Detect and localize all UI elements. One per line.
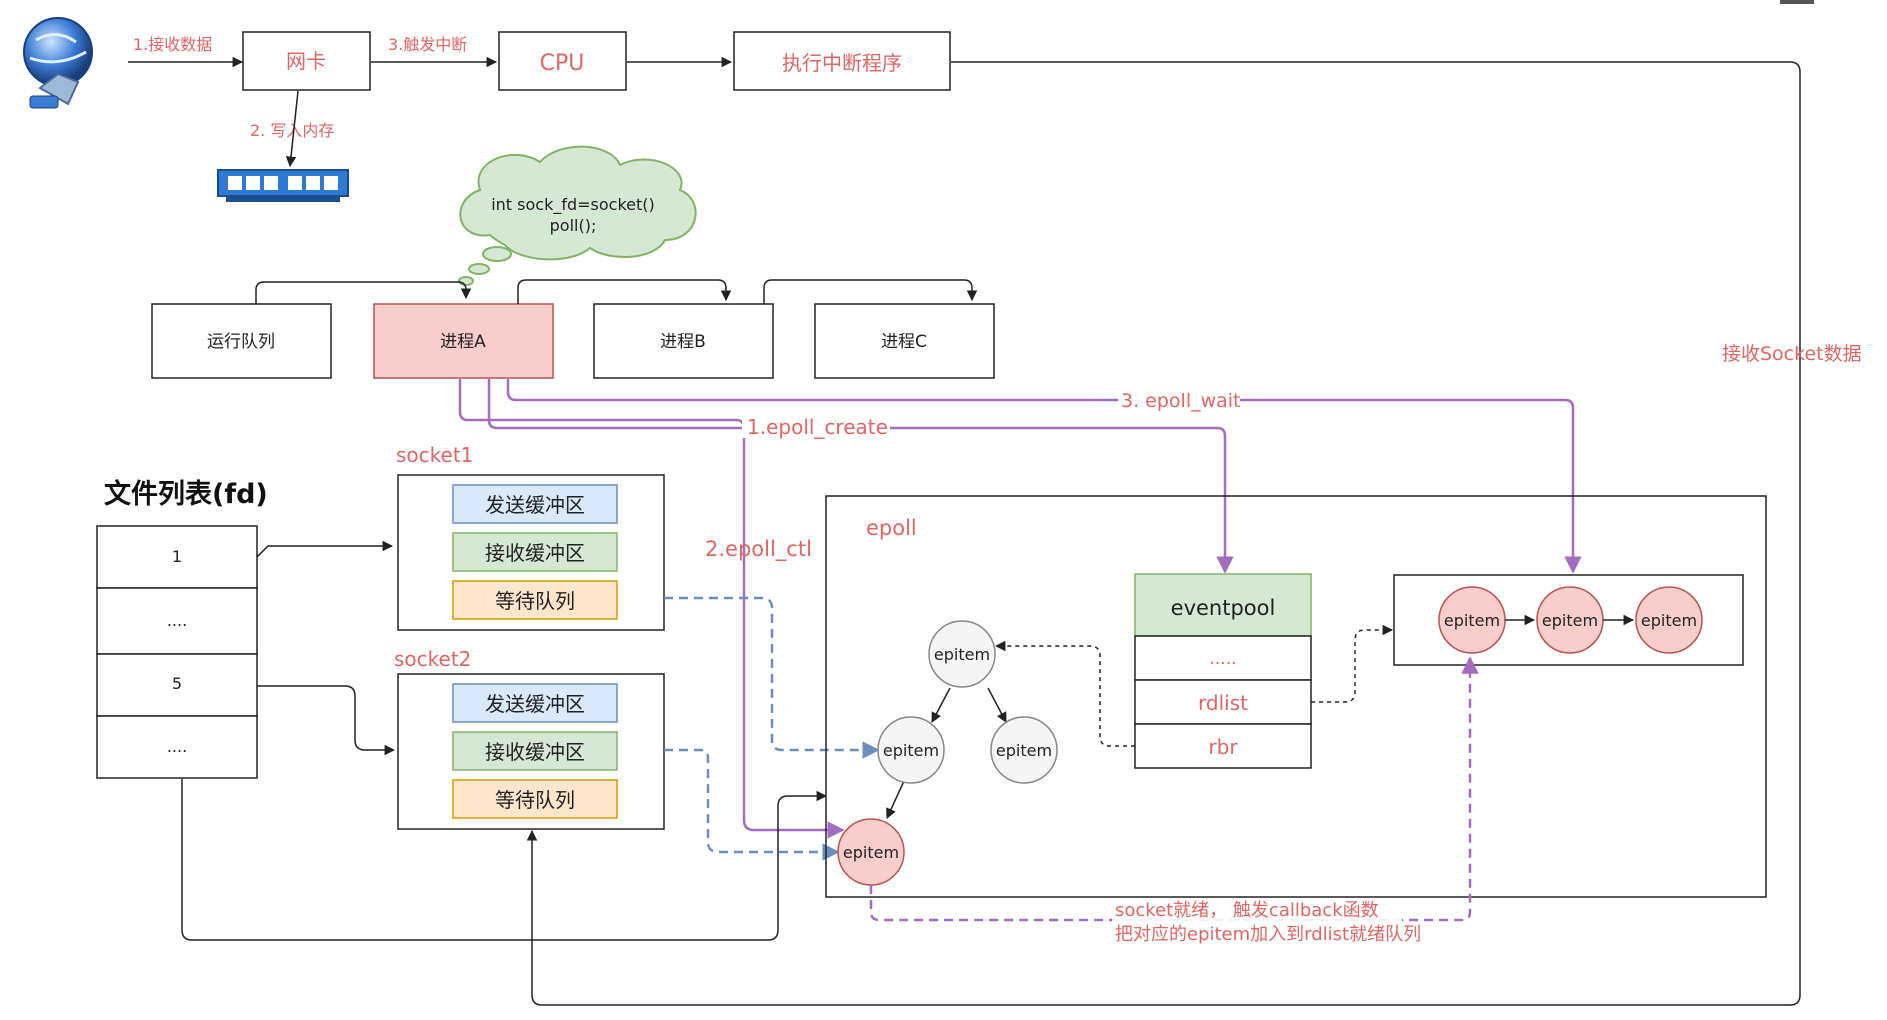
interrupt-handler-box: 执行中断程序 (733, 31, 951, 91)
link-b-to-c (763, 279, 978, 304)
memory-chip-icon (217, 169, 349, 202)
receive-socket-path (526, 61, 1801, 1006)
tree-node: epitem (928, 620, 996, 688)
receive-socket-label: 接收Socket数据 (1722, 343, 1862, 365)
epoll-wait-line (506, 379, 1582, 574)
socket1-title: socket1 (396, 443, 473, 467)
ready-node-label: epitem (1542, 611, 1598, 630)
tree-node-label: epitem (843, 843, 899, 862)
rdlist-label: rdlist (1198, 691, 1248, 715)
socket1-send-buffer: 发送缓冲区 (485, 493, 585, 517)
socket2-send-buffer: 发送缓冲区 (485, 692, 585, 716)
step2-label: 2. 写入内存 (250, 121, 334, 140)
tree-node: epitem (877, 716, 945, 784)
fd-row-value: .... (167, 611, 187, 630)
eventpool-table: eventpool ..... rdlist rbr (1134, 573, 1312, 769)
fd-row (96, 653, 258, 717)
cloud-line1: int sock_fd=socket() (491, 195, 655, 215)
eventpool-dots: ..... (1209, 649, 1236, 669)
tree-node-ready: epitem (837, 818, 905, 886)
nic-label: 网卡 (286, 49, 326, 73)
code-cloud: int sock_fd=socket() poll(); (458, 145, 697, 286)
ready-node-label: epitem (1641, 611, 1697, 630)
ready-list-box: epitem epitem epitem (1393, 574, 1744, 666)
fd5-to-socket2 (257, 685, 396, 756)
process-a-box: 进程A (373, 303, 554, 379)
fd-row (96, 525, 258, 589)
epoll-ctl-label: 2.epoll_ctl (705, 537, 812, 562)
cpu-label: CPU (540, 51, 585, 76)
tree-edge (987, 687, 1007, 723)
process-a-label: 进程A (440, 332, 486, 352)
fd-table-title: 文件列表(fd) (104, 478, 268, 510)
socket2-box: 发送缓冲区 接收缓冲区 等待队列 (397, 673, 665, 830)
tree-node: epitem (990, 716, 1058, 784)
step1-label: 1.接收数据 (133, 35, 212, 54)
cpu-box: CPU (498, 31, 627, 91)
rbr-label: rbr (1208, 735, 1238, 759)
fd-row-value: .... (167, 737, 187, 756)
tree-node-label: epitem (934, 645, 990, 664)
socket1-wait-link (664, 596, 880, 759)
fd1-to-socket1 (256, 540, 394, 558)
rbr-to-tree-link (994, 640, 1135, 747)
socket1-wait-queue: 等待队列 (495, 589, 575, 613)
socket2-title: socket2 (394, 647, 471, 671)
tree-edge (886, 780, 905, 819)
socket1-recv-buffer: 接收缓冲区 (485, 541, 585, 565)
tree-node-label: epitem (883, 741, 939, 760)
link-a-to-b (517, 279, 732, 304)
epoll-container: epoll (825, 495, 1767, 898)
callback-note-line1: socket就绪， 触发callback函数 (1115, 900, 1379, 921)
process-c-label: 进程C (881, 332, 927, 352)
socket2-wait-queue: 等待队列 (495, 788, 575, 812)
fd-row-value: 5 (172, 674, 182, 693)
handler-label: 执行中断程序 (782, 51, 902, 75)
rdlist-to-ready-link (1311, 624, 1394, 703)
corner-mark (1780, 0, 1814, 4)
run-queue-box: 运行队列 (151, 303, 332, 379)
fd-bottom-to-epoll (181, 779, 828, 941)
link-runqueue-to-a (255, 281, 472, 304)
tree-node-label: epitem (996, 741, 1052, 760)
arrow-nic-to-memory (285, 90, 299, 168)
fd-row (96, 587, 258, 655)
callback-note-line2: 把对应的epitem加入到rdlist就绪队列 (1115, 924, 1421, 945)
tree-edge (931, 687, 951, 723)
socket2-wait-link (664, 748, 840, 861)
nic-box: 网卡 (242, 31, 371, 91)
epoll-create-label: 1.epoll_create (747, 415, 888, 439)
fd-table: 1 .... 5 .... (96, 525, 258, 779)
socket1-box: 发送缓冲区 接收缓冲区 等待队列 (397, 474, 665, 631)
epoll-title: epoll (866, 516, 917, 540)
run-queue-label: 运行队列 (207, 332, 275, 352)
process-b-label: 进程B (660, 332, 706, 352)
network-globe-icon (23, 17, 93, 109)
cloud-line2: poll(); (550, 216, 597, 235)
eventpool-label: eventpool (1171, 596, 1276, 620)
ready-node-label: epitem (1444, 611, 1500, 630)
socket2-recv-buffer: 接收缓冲区 (485, 740, 585, 764)
process-c-box: 进程C (814, 303, 995, 379)
step3-label: 3.触发中断 (388, 35, 467, 54)
fd-row-value: 1 (172, 547, 182, 566)
fd-row (96, 715, 258, 779)
process-b-box: 进程B (593, 303, 774, 379)
epoll-wait-label: 3. epoll_wait (1121, 390, 1241, 412)
